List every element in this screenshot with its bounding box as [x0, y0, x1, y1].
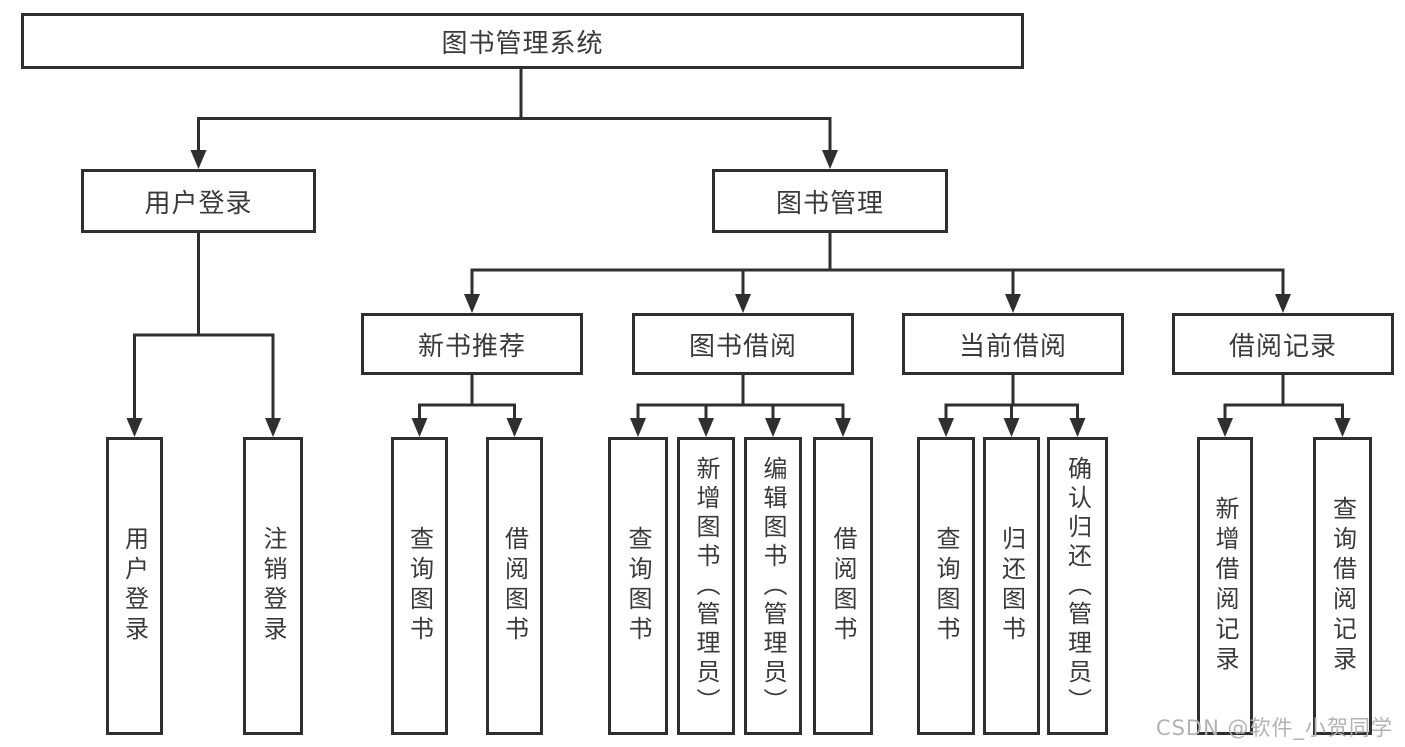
leaf-query-books-current: 查询图书 [917, 437, 975, 735]
connector-paths [133, 69, 1344, 419]
csdn-watermark: CSDN @软件_小贺同学 [1155, 716, 1393, 740]
leaf-logout: 注销登录 [243, 437, 303, 735]
leaf-confirm-return-admin-label: 确认归还（管理员） [1063, 455, 1092, 717]
leaf-logout-label: 注销登录 [259, 526, 287, 646]
node-book-borrowing: 图书借阅 [632, 313, 854, 375]
node-new-book-recommend: 新书推荐 [361, 313, 583, 375]
leaf-add-borrow-record-label: 新增借阅记录 [1211, 496, 1239, 676]
leaf-edit-books-admin-label: 编辑图书（管理员） [759, 455, 787, 717]
leaf-add-borrow-record: 新增借阅记录 [1197, 437, 1253, 735]
node-library-system-label: 图书管理系统 [441, 28, 604, 59]
leaf-add-books-admin-label: 新增图书（管理员） [692, 455, 720, 717]
leaf-borrow-books-recommend-label: 借阅图书 [500, 526, 529, 646]
node-current-borrowing: 当前借阅 [902, 313, 1124, 375]
leaf-borrow-books-borrowing: 借阅图书 [813, 437, 873, 735]
node-borrowing-records-label: 借阅记录 [1228, 331, 1337, 362]
leaf-query-books-current-label: 查询图书 [932, 526, 960, 646]
leaf-return-books-label: 归还图书 [997, 526, 1026, 646]
arrowheads [126, 150, 1351, 437]
node-library-system: 图书管理系统 [21, 13, 1024, 69]
leaf-user-login-label: 用户登录 [120, 526, 149, 646]
leaf-borrow-books-recommend: 借阅图书 [486, 437, 543, 735]
node-current-borrowing-label: 当前借阅 [958, 331, 1067, 362]
leaf-query-books-recommend-label: 查询图书 [405, 526, 434, 646]
leaf-return-books: 归还图书 [983, 437, 1040, 735]
node-book-management-label: 图书管理 [775, 188, 884, 219]
leaf-query-books-recommend: 查询图书 [391, 437, 448, 735]
node-new-book-recommend-label: 新书推荐 [417, 331, 526, 362]
node-user-login-label: 用户登录 [144, 188, 253, 219]
leaf-edit-books-admin: 编辑图书（管理员） [744, 437, 802, 735]
node-book-management: 图书管理 [712, 169, 948, 233]
leaf-confirm-return-admin: 确认归还（管理员） [1047, 437, 1108, 735]
leaf-borrow-books-borrowing-label: 借阅图书 [829, 526, 857, 646]
leaf-user-login: 用户登录 [106, 437, 163, 735]
node-borrowing-records: 借阅记录 [1172, 313, 1394, 375]
node-user-login: 用户登录 [81, 169, 316, 233]
node-book-borrowing-label: 图书借阅 [688, 331, 797, 362]
leaf-query-borrow-record-label: 查询借阅记录 [1328, 496, 1357, 676]
leaf-query-books-borrowing-label: 查询图书 [624, 526, 652, 646]
leaf-query-books-borrowing: 查询图书 [608, 437, 668, 735]
leaf-query-borrow-record: 查询借阅记录 [1313, 437, 1372, 735]
leaf-add-books-admin: 新增图书（管理员） [677, 437, 735, 735]
